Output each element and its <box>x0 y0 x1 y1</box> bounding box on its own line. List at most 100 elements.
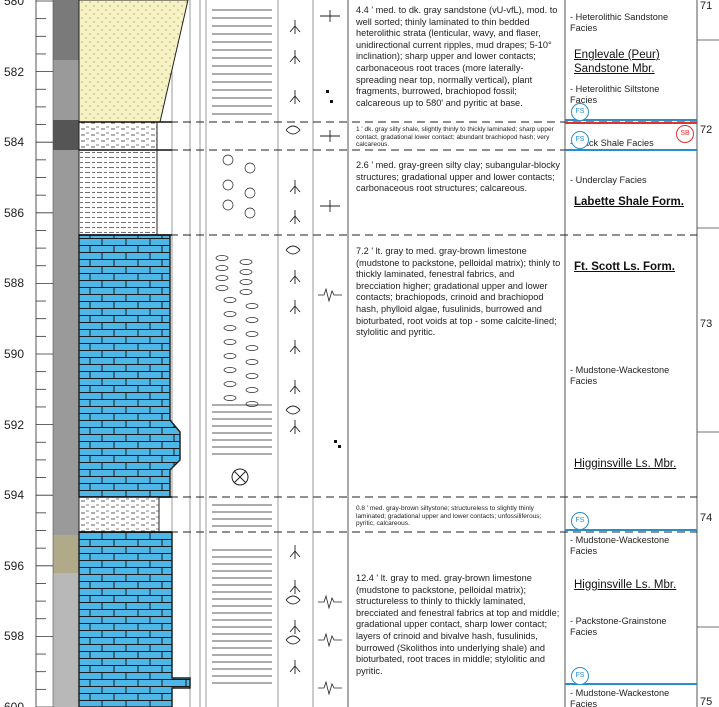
brachiopod-symbol <box>285 125 301 135</box>
depth-label: 588 <box>4 276 25 291</box>
sequence-label: 75 <box>700 696 713 707</box>
depth-label: 600 <box>4 700 25 707</box>
mottle-symbol <box>244 162 256 174</box>
fenestral-symbol <box>245 373 259 379</box>
shale-unit-2 <box>78 121 158 151</box>
fenestral-symbol <box>215 265 229 271</box>
gray-strip-dark <box>53 0 79 60</box>
depth-label: 592 <box>4 417 25 432</box>
description-unit-5: 0.8 ' med. gray-brown siltystone; struct… <box>356 505 542 527</box>
description-unit-2: 1 ' dk. gray silty shale, slightly thinl… <box>356 126 554 148</box>
description-unit-6: 12.4 ' lt. gray to med. gray-brown limes… <box>356 573 560 676</box>
facies-label: - Black Shale Facies <box>570 138 654 148</box>
gray-strip-tan <box>53 535 79 573</box>
depth-label: 580 <box>4 0 25 8</box>
depth-label: 586 <box>4 205 25 220</box>
sedimentary-structures-column <box>212 9 272 684</box>
depth-label: 596 <box>4 558 25 573</box>
stylolite-symbol <box>318 287 342 303</box>
sequence-label: 73 <box>700 318 713 330</box>
fossil-symbols-column <box>285 20 301 674</box>
description-unit-1: 4.4 ' med. to dk. gray sandstone (vU-vfL… <box>356 5 558 108</box>
mottle-symbol <box>222 199 234 211</box>
fenestral-symbol <box>239 289 253 295</box>
sandstone-unit-1 <box>78 0 189 123</box>
mottle-symbol <box>222 179 234 191</box>
mottle-symbol <box>244 187 256 199</box>
fenestral-symbol <box>223 353 237 359</box>
root-trace-symbol <box>289 20 301 34</box>
root-trace-symbol <box>289 660 301 674</box>
fenestral-symbol <box>245 317 259 323</box>
fenestral-symbol <box>215 275 229 281</box>
facies-label: - Underclay Facies <box>570 175 647 185</box>
fenestral-symbol <box>215 285 229 291</box>
pyrite-symbol <box>338 445 341 448</box>
description-unit-3: 2.6 ' med. gray-green silty clay; subang… <box>356 160 560 194</box>
formation-label: Englevale (Peur) Sandstone Mbr. <box>574 49 660 75</box>
fenestral-symbol <box>245 331 259 337</box>
facies-label: - Packstone-Grainstone Facies <box>570 616 667 637</box>
mottle-symbol <box>244 207 256 219</box>
description-unit-4: 7.2 ' lt. gray to med. gray-brown limest… <box>356 246 561 338</box>
root-trace-symbol <box>289 580 301 594</box>
formation-label: Labette Shale Form. <box>574 196 684 208</box>
gray-strip-darker <box>53 120 79 150</box>
stylolite-symbol <box>318 632 342 648</box>
stylolite-symbol <box>318 594 342 610</box>
calcareous-symbol <box>320 130 340 142</box>
root-trace-symbol <box>289 420 301 434</box>
depth-label: 594 <box>4 488 25 503</box>
limestone-unit-6 <box>78 531 191 707</box>
brachiopod-symbol <box>285 245 301 255</box>
depth-label: 582 <box>4 64 25 79</box>
cross-symbol <box>231 468 249 486</box>
root-trace-symbol <box>289 380 301 394</box>
root-trace-symbol <box>289 340 301 354</box>
facies-label: - Mudstone-Wackestone Facies <box>570 688 670 707</box>
siltstone-unit-5 <box>78 496 160 533</box>
formation-label: Higginsville Ls. Mbr. <box>574 458 677 470</box>
grid-layer <box>35 0 719 707</box>
clay-unit-3 <box>78 149 158 236</box>
fenestral-symbol <box>223 297 237 303</box>
fenestral-symbol <box>223 325 237 331</box>
facies-label: - Mudstone-Wackestone Facies <box>570 535 670 556</box>
fenestral-symbol <box>245 401 259 407</box>
sequence-label: 72 <box>700 124 713 136</box>
fenestral-symbol <box>245 387 259 393</box>
fenestral-symbol <box>245 345 259 351</box>
flooding-surface-badge: FS <box>571 131 589 149</box>
calcareous-symbol <box>320 200 340 212</box>
brachiopod-symbol <box>285 635 301 645</box>
depth-label: 584 <box>4 135 25 150</box>
formation-label: Higginsville Ls. Mbr. <box>574 579 677 591</box>
root-trace-symbol <box>289 90 301 104</box>
fenestral-symbol <box>245 359 259 365</box>
root-trace-symbol <box>289 210 301 224</box>
pyrite-symbol <box>326 90 329 93</box>
flooding-surface-badge: FS <box>571 667 589 685</box>
root-trace-symbol <box>289 270 301 284</box>
flooding-surfaces <box>565 119 697 685</box>
brachiopod-symbol <box>285 405 301 415</box>
limestone-unit-4 <box>78 234 181 498</box>
fenestral-symbol <box>239 269 253 275</box>
fenestral-symbol <box>239 259 253 265</box>
facies-label: - Mudstone-Wackestone Facies <box>570 365 670 386</box>
mottle-symbol <box>222 154 234 166</box>
calcareous-symbol <box>320 10 340 22</box>
fenestral-symbol <box>223 311 237 317</box>
pyrite-symbol <box>330 100 333 103</box>
pyrite-symbol <box>334 440 337 443</box>
sequence-label: 74 <box>700 512 713 524</box>
depth-label: 590 <box>4 347 25 361</box>
flooding-surface-badge: FS <box>571 512 589 530</box>
depth-label: 598 <box>4 629 25 644</box>
sequence-boundary-badge: SB <box>676 125 694 143</box>
cross-symbol-line <box>233 470 247 484</box>
root-trace-symbol <box>289 545 301 559</box>
root-trace-symbol <box>289 180 301 194</box>
